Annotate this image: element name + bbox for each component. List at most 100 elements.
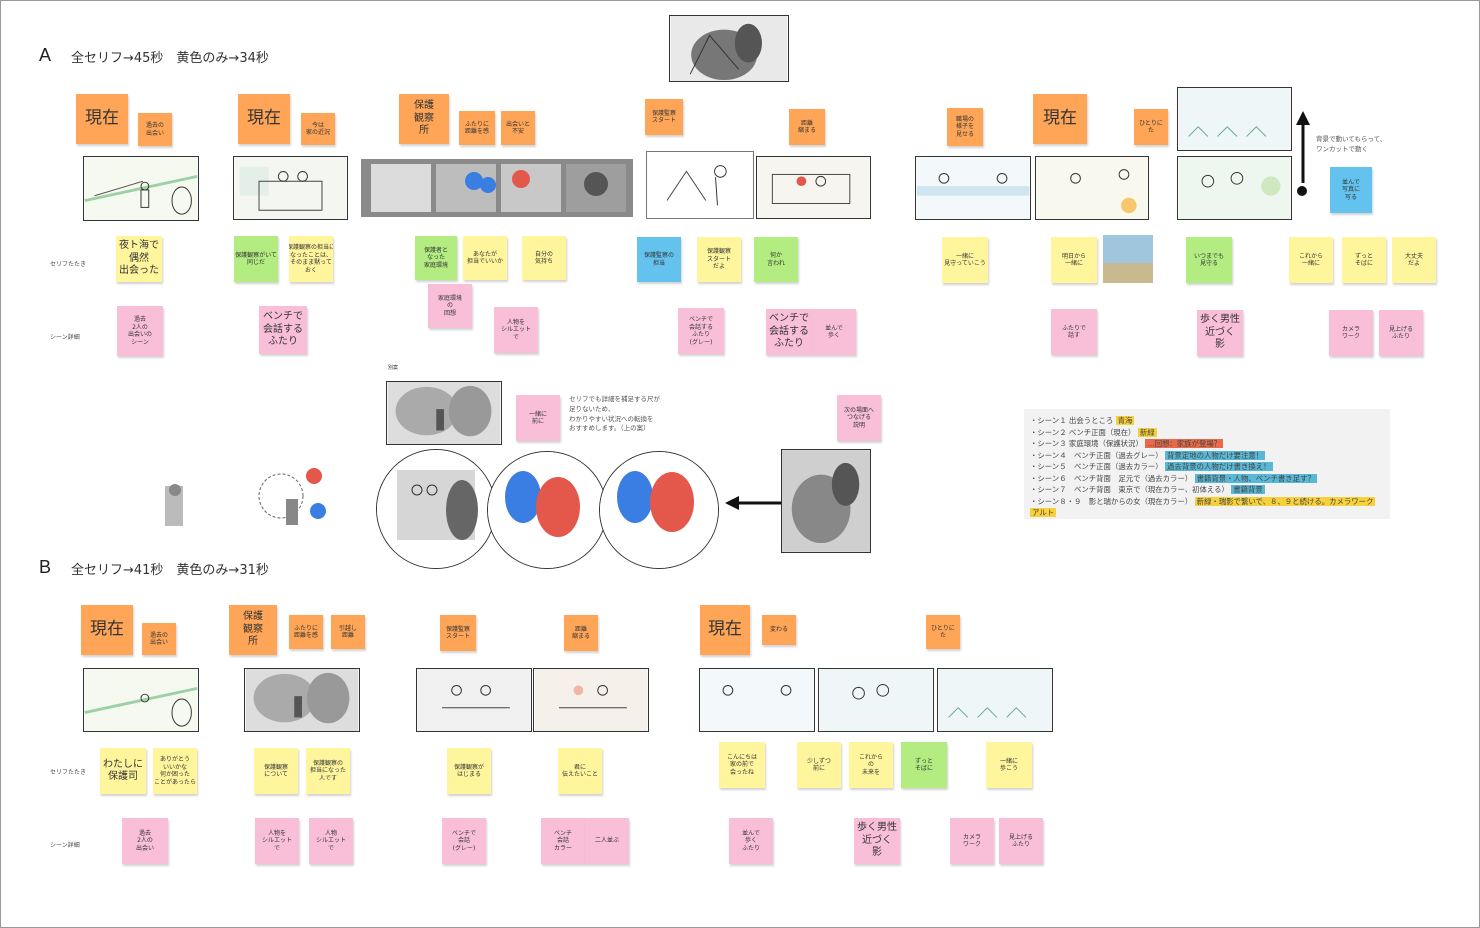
dialogue-note[interactable]: 少しずつ 前に bbox=[797, 742, 841, 788]
scene-note[interactable]: ベンチで 会話する ふたり (グレー) bbox=[678, 308, 724, 354]
legend-line-2: ・シーン２ ベンチ正面（現在） 新緑 bbox=[1030, 427, 1157, 437]
scene-note[interactable]: 並んで 歩く ふたり bbox=[729, 818, 773, 864]
circular-frame[interactable] bbox=[487, 451, 607, 569]
scene-note[interactable]: 並んで 歩く bbox=[812, 309, 856, 355]
storyboard-frame[interactable] bbox=[915, 156, 1031, 220]
storyboard-frame[interactable] bbox=[937, 668, 1053, 732]
scene-note[interactable]: 見上げる ふたり bbox=[999, 818, 1043, 864]
scene-subheader[interactable]: ひとりに た bbox=[926, 615, 960, 649]
dialogue-note[interactable]: ずっと そばに bbox=[901, 742, 947, 788]
dialogue-note[interactable]: いつまでも 見守る bbox=[1186, 237, 1232, 283]
scene-note[interactable]: 二人並ぶ bbox=[585, 818, 629, 864]
scene-subheader[interactable]: ひとりに た bbox=[1134, 109, 1168, 145]
scene-header[interactable]: 保護 観察 所 bbox=[229, 605, 277, 655]
dialogue-note[interactable]: これから 一緒に bbox=[1289, 237, 1333, 283]
scene-note[interactable]: ベンチで 会話 (グレー) bbox=[442, 818, 486, 864]
dialogue-note[interactable]: 保護観察の担当に なったことは、 そのまま黙って おく bbox=[289, 236, 333, 282]
dialogue-note[interactable]: 保護者と なった 家庭環境 bbox=[415, 236, 457, 280]
dialogue-note[interactable]: これから の 未来を bbox=[849, 742, 893, 788]
storyboard-sketch[interactable] bbox=[246, 461, 340, 529]
storyboard-frame[interactable] bbox=[1177, 87, 1292, 151]
dialogue-note[interactable]: 保護観察が はじまる bbox=[447, 748, 491, 794]
dialogue-note[interactable]: 大丈夫 だよ bbox=[1392, 237, 1436, 283]
dialogue-note[interactable]: 一緒に 見守っていこう bbox=[942, 237, 988, 283]
storyboard-frame[interactable] bbox=[386, 381, 502, 445]
scene-subheader[interactable]: 保護監察 スタート bbox=[440, 615, 476, 651]
dialogue-note[interactable]: 夜ト海で 偶然 出会った bbox=[116, 236, 162, 282]
dialogue-note[interactable]: 一緒に 歩こう bbox=[986, 742, 1032, 788]
dialogue-note[interactable]: 保護観察 スタート だよ bbox=[697, 237, 741, 282]
storyboard-frame[interactable] bbox=[533, 668, 649, 732]
storyboard-frame-strip[interactable] bbox=[361, 159, 633, 217]
dialogue-note[interactable]: 保護観察の 担当になった 人です bbox=[306, 748, 350, 794]
scene-note[interactable]: 人物を シルエット で bbox=[494, 307, 538, 353]
scene-subheader[interactable]: ふたりに 距離を感 bbox=[459, 111, 495, 145]
scene-header[interactable]: 現在 bbox=[700, 605, 750, 655]
scene-header[interactable]: 現在 bbox=[238, 94, 290, 144]
storyboard-frame[interactable] bbox=[83, 156, 199, 221]
scene-subheader[interactable]: ふたりに 距離を感 bbox=[289, 615, 323, 649]
scene-note[interactable]: 見上げる ふたり bbox=[1379, 310, 1423, 356]
dialogue-note[interactable]: 自分の 気持ち bbox=[522, 236, 566, 280]
scene-subheader[interactable]: 引越し 距離 bbox=[331, 615, 365, 649]
scene-subheader[interactable]: 保護監察 スタート bbox=[645, 99, 683, 135]
storyboard-frame[interactable] bbox=[818, 668, 934, 732]
storyboard-frame[interactable] bbox=[699, 668, 815, 732]
scene-note[interactable]: カメラ ワーク bbox=[1329, 310, 1373, 356]
scene-note[interactable]: 次の場面へ つなげる 説明 bbox=[837, 395, 881, 441]
scene-subheader[interactable]: 距離 縮まる bbox=[789, 109, 825, 145]
dialogue-note-blue[interactable]: 並んで 写真に 写る bbox=[1330, 167, 1372, 213]
circular-frame[interactable] bbox=[599, 451, 719, 569]
dialogue-note[interactable]: 明日から 一緒に bbox=[1051, 237, 1097, 283]
scene-header[interactable]: 現在 bbox=[1033, 94, 1087, 144]
dialogue-note[interactable]: こんにちは 家の前で 会ったね bbox=[719, 742, 765, 788]
dialogue-note[interactable]: あなたが 担当でいいか bbox=[463, 236, 507, 280]
scene-header[interactable]: 職場の 様子を 見せる bbox=[947, 108, 983, 146]
scene-note[interactable]: 人物を シルエット で bbox=[255, 818, 299, 864]
scene-header[interactable]: 保護 観察 所 bbox=[399, 94, 449, 144]
scene-subheader[interactable]: 距離 縮まる bbox=[564, 615, 598, 651]
dialogue-note[interactable]: わたしに 保護司 bbox=[100, 748, 146, 794]
scene-note[interactable]: ベンチ 会話 カラー bbox=[541, 818, 585, 864]
storyboard-frame[interactable] bbox=[1035, 156, 1149, 220]
dialogue-note[interactable]: ありがとう いいかな 何か困った ことがあったら bbox=[153, 748, 197, 794]
scene-note[interactable]: 歩く男性 近づく 影 bbox=[1197, 310, 1243, 356]
dialogue-note[interactable]: 何か 言われ bbox=[754, 237, 798, 282]
scene-header[interactable]: 現在 bbox=[76, 94, 128, 144]
legend-line-4: ・シーン４ ベンチ正面（過去グレー） 背景定地の人物だけ要注意！ bbox=[1030, 450, 1266, 460]
scene-note[interactable]: ベンチで 会話する ふたり bbox=[259, 306, 307, 354]
storyboard-frame[interactable] bbox=[646, 151, 754, 219]
scene-note[interactable]: カメラ ワーク bbox=[950, 818, 994, 864]
storyboard-frame[interactable] bbox=[244, 668, 360, 732]
storyboard-frame[interactable] bbox=[756, 156, 871, 219]
storyboard-sketch[interactable] bbox=[125, 466, 221, 530]
dialogue-note[interactable]: ずっと そばに bbox=[1342, 237, 1386, 283]
scene-note[interactable]: ベンチで 会話する ふたり bbox=[766, 309, 812, 355]
scene-note[interactable]: 過去 2人の 出会いの シーン bbox=[117, 306, 163, 356]
dialogue-note[interactable]: 保護観察 について bbox=[254, 748, 298, 794]
scene-note[interactable]: 歩く男性 近づく 影 bbox=[854, 818, 900, 864]
scene-subheader[interactable]: 過去の 出会い bbox=[142, 623, 176, 655]
storyboard-frame[interactable] bbox=[416, 668, 532, 732]
scene-note[interactable]: 家庭環境 の 回想 bbox=[428, 284, 472, 328]
storyboard-frame[interactable] bbox=[233, 156, 348, 220]
storyboard-frame[interactable] bbox=[1177, 156, 1292, 220]
scene-note[interactable]: 人物 シルエット で bbox=[309, 818, 353, 864]
scene-subheader[interactable]: 今は 家の近況 bbox=[301, 113, 335, 145]
scene-note[interactable]: ふたりで 話す bbox=[1051, 309, 1097, 355]
scene-subheader[interactable]: 変わる bbox=[762, 615, 796, 645]
storyboard-frame[interactable] bbox=[83, 668, 199, 732]
circular-frame[interactable] bbox=[376, 449, 496, 569]
dialogue-note[interactable]: 君に 伝えたいこと bbox=[558, 748, 602, 794]
dialogue-note-blue[interactable]: 保護監察の 担当 bbox=[637, 237, 681, 282]
section-b-label: B bbox=[39, 557, 52, 577]
storyboard-frame[interactable] bbox=[781, 449, 871, 553]
dialogue-note[interactable]: 保護観察がいて 同じだ bbox=[234, 236, 278, 282]
scene-list-panel: ・シーン１ 出会うところ 青海 ・シーン２ ベンチ正面（現在） 新緑 ・シーン３… bbox=[1024, 409, 1390, 519]
scene-header[interactable]: 現在 bbox=[81, 605, 133, 655]
scene-note[interactable]: 一緒に 前に bbox=[516, 395, 560, 441]
scene-subheader[interactable]: 過去の 出会い bbox=[138, 113, 172, 146]
scene-note[interactable]: 過去 2人の 出会い bbox=[122, 818, 168, 864]
scene-subheader[interactable]: 出会いと 不安 bbox=[501, 111, 535, 145]
